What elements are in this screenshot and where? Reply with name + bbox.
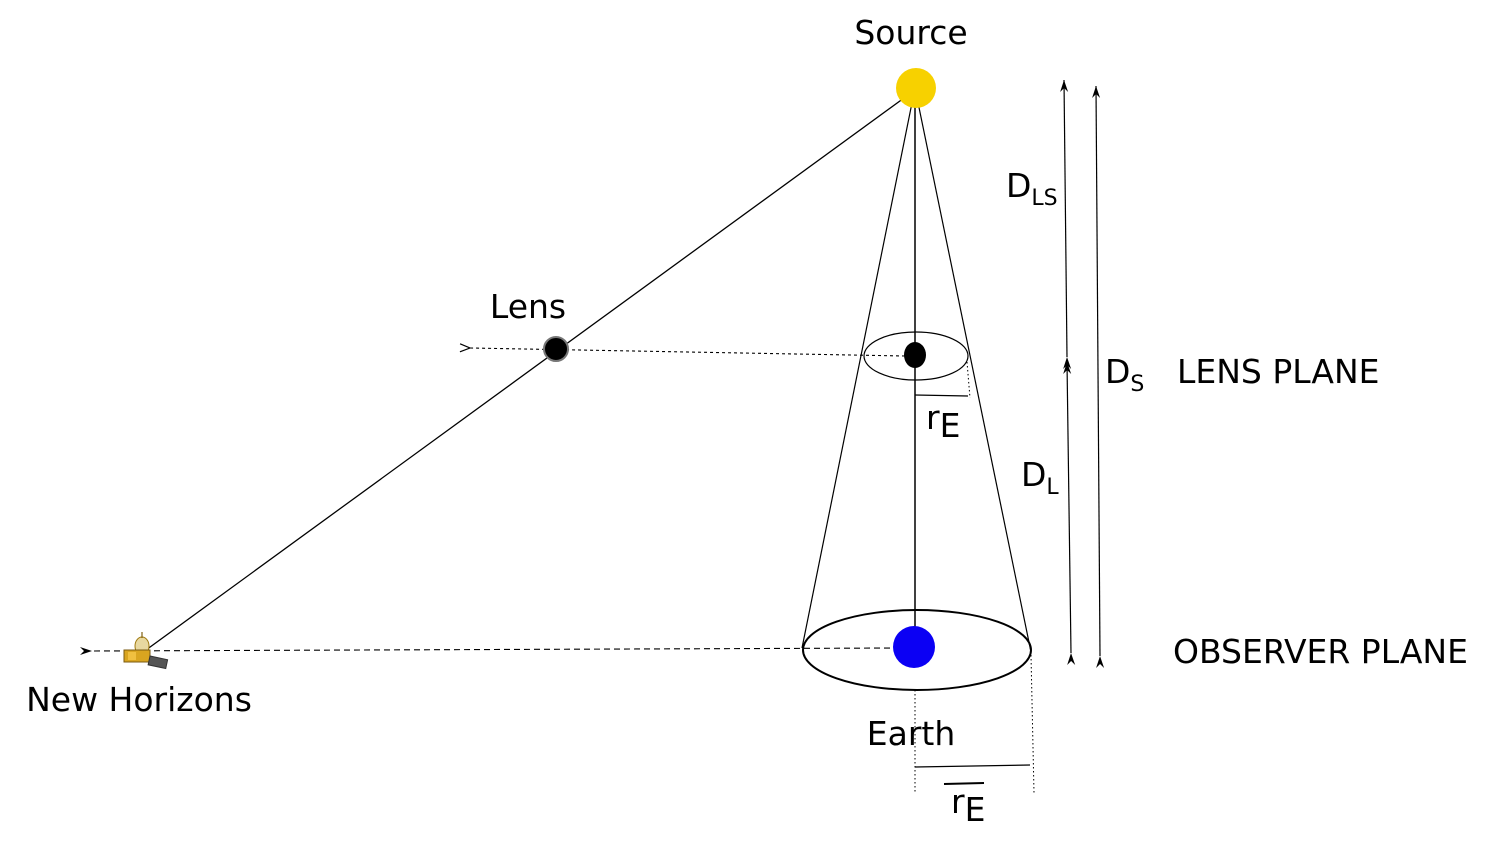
d-l-arrow [1063,361,1076,666]
re-lens-label: rE [926,398,960,445]
re-lens-main: r [926,398,940,437]
d-s-sub: S [1130,372,1144,397]
re-obs-bar [914,764,1031,768]
d-l-sub: L [1046,475,1059,500]
einstein-ring-lens-plane [863,331,969,381]
new-horizons-label: New Horizons [26,680,252,719]
d-ls-sub: LS [1031,186,1057,211]
source-dot [896,68,936,108]
re-lens-bar [914,394,969,397]
re-lens-sub: E [940,406,961,445]
source-label: Source [854,13,967,52]
d-l-label: DL [1021,455,1059,500]
einstein-ring-observer-plane [802,609,1032,691]
lens-dot [543,336,569,362]
d-l-main: D [1021,455,1046,494]
lens-projection-dashed-line [470,348,906,357]
lens-plane-label: LENS PLANE [1177,352,1380,391]
observer-plane-label: OBSERVER PLANE [1173,632,1468,671]
source-to-spacecraft-line [145,89,916,651]
d-s-arrow [1092,85,1105,669]
lens-label: Lens [490,287,566,326]
d-ls-main: D [1006,166,1031,205]
re-obs-dotted-right [1030,654,1035,794]
re-obs-label: rE [951,782,985,829]
re-obs-main: r [951,782,965,821]
earth-dot [893,626,935,668]
d-s-main: D [1105,352,1130,391]
re-obs-sub: E [965,790,986,829]
d-ls-arrow [1060,79,1072,370]
new-horizons-spacecraft-icon [123,632,169,670]
lens-dot-on-plane [904,342,926,368]
re-lens-dotted-drop [966,361,971,399]
d-ls-label: DLS [1006,166,1058,211]
d-s-label: DS [1105,352,1144,397]
earth-label: Earth [867,714,956,753]
re-obs-overline [943,782,985,785]
earth-projection-dashed-line [79,647,901,656]
cone-right-edge [914,87,1032,653]
cone-left-edge [801,87,916,649]
